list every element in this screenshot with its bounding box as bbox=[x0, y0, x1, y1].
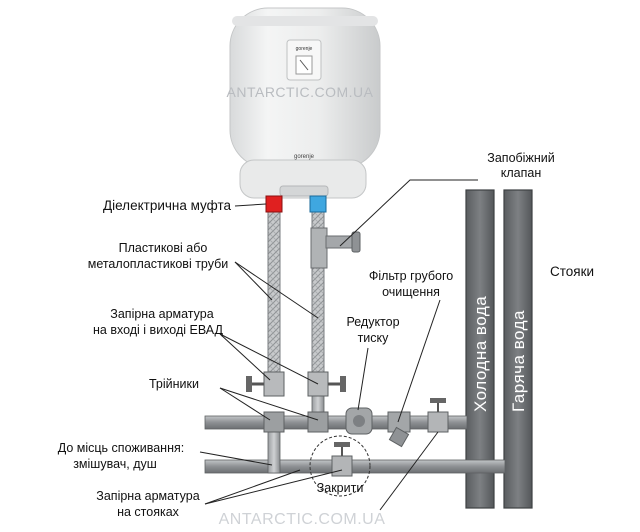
heater-top-band bbox=[232, 16, 378, 26]
heater-outlet-nipple bbox=[279, 185, 329, 197]
hot-supply-pipe bbox=[204, 459, 506, 474]
closed-label: Закрити bbox=[317, 481, 364, 495]
hot-water-riser bbox=[503, 189, 533, 509]
watermark-top: ANTARCTIC.COM.UA bbox=[227, 84, 374, 100]
cold-dielectric-coupling bbox=[309, 195, 327, 213]
consumers-label-1: До місць споживання: bbox=[58, 441, 184, 455]
tees-label: Трійники bbox=[149, 377, 199, 391]
cold-water-riser bbox=[465, 189, 495, 509]
line-fittings bbox=[309, 398, 449, 497]
shutoff-risers-label-2: на стояках bbox=[117, 505, 180, 519]
tees bbox=[263, 411, 329, 433]
watermarks: ANTARCTIC.COM.UA ANTARCTIC.COM.UA bbox=[219, 84, 386, 528]
water-heater: gorenje gorenje bbox=[229, 7, 381, 199]
hot-water-riser-label: Гаряча вода bbox=[509, 310, 528, 412]
watermark-bottom: ANTARCTIC.COM.UA bbox=[219, 511, 386, 528]
coarse-filter-label-1: Фільтр грубого bbox=[369, 269, 453, 283]
cold-water-riser-label: Холодна вода bbox=[471, 296, 490, 412]
closed-marker bbox=[309, 435, 371, 497]
hot-riser-shutoff bbox=[331, 455, 353, 477]
hot-dielectric-coupling bbox=[265, 195, 283, 213]
consumers-label-2: змішувач, душ bbox=[73, 457, 157, 471]
pipes-label-2: металопластикові труби bbox=[88, 257, 229, 271]
hot-flex-hose bbox=[267, 211, 281, 373]
reducer-label-1: Редуктор bbox=[346, 315, 399, 329]
labels: Запобіжний клапан Діелектрична муфта Пла… bbox=[58, 151, 594, 519]
shutoff-valves-heater bbox=[246, 371, 346, 397]
safety-valve-label-2: клапан bbox=[501, 166, 542, 180]
cold-riser-shutoff bbox=[427, 411, 449, 433]
heater-brand-label: gorenje bbox=[294, 154, 315, 160]
shutoff-heater-label-1: Запірна арматура bbox=[110, 307, 213, 321]
heater-bottom-cap bbox=[239, 159, 367, 199]
shutoff-risers-label-1: Запірна арматура bbox=[96, 489, 199, 503]
coarse-filter-label-2: очищення bbox=[382, 285, 440, 299]
dielectric-coupling-label: Діелектрична муфта bbox=[103, 198, 231, 213]
safety-valve bbox=[310, 227, 361, 269]
reducer-label-2: тиску bbox=[358, 331, 390, 345]
risers: Холодна вода Гаряча вода bbox=[465, 189, 533, 509]
safety-valve-label-1: Запобіжний bbox=[487, 151, 554, 165]
leader-lines bbox=[199, 179, 478, 511]
shutoff-heater-label-2: на вході і виході ЕВАД bbox=[93, 323, 224, 337]
heater-brand-logo: gorenje bbox=[296, 46, 313, 52]
risers-label: Стояки bbox=[550, 264, 594, 279]
pipes-label-1: Пластикові або bbox=[119, 241, 208, 255]
